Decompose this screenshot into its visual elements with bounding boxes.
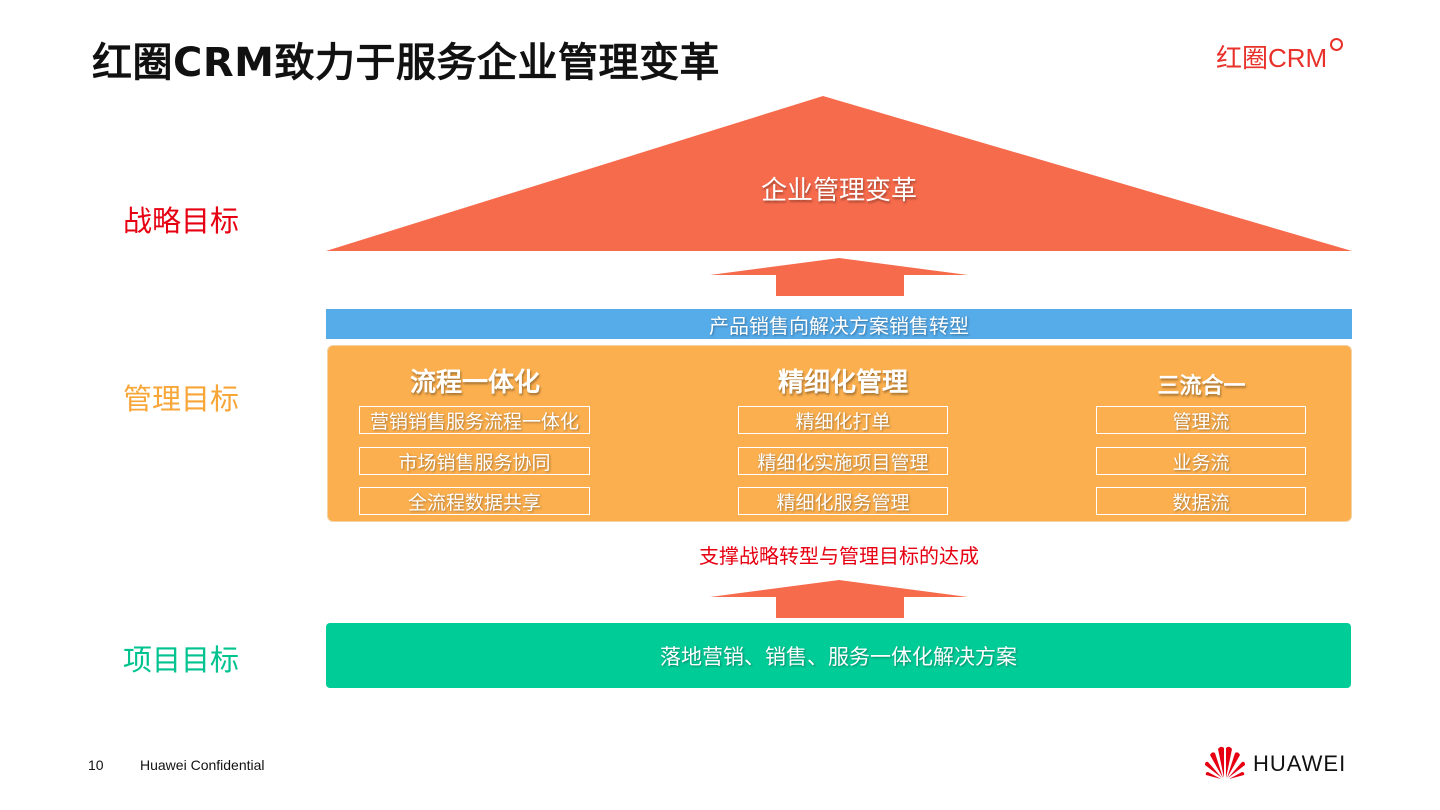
integrated-solution-bar: 落地营销、销售、服务一体化解决方案	[326, 623, 1351, 688]
process-item: 营销销售服务流程一体化	[359, 406, 590, 434]
refined-item: 精细化服务管理	[738, 487, 948, 515]
refined-item: 精细化实施项目管理	[738, 447, 948, 475]
roof-label: 企业管理变革	[760, 176, 917, 206]
flow-item: 管理流	[1096, 406, 1306, 434]
strategy-goal-label: 战略目标	[123, 204, 240, 238]
up-arrow-icon	[710, 580, 968, 618]
process-item: 全流程数据共享	[359, 487, 590, 515]
solution-sales-bar: 产品销售向解决方案销售转型	[326, 309, 1352, 339]
project-goal-label: 项目目标	[123, 643, 240, 677]
page-title: 红圈CRM致力于服务企业管理变革	[92, 40, 720, 86]
roof-triangle	[326, 96, 1352, 251]
confidential-label: Huawei Confidential	[140, 757, 265, 773]
support-statement: 支撑战略转型与管理目标的达成	[699, 544, 979, 568]
column-title-three-flows: 三流合一	[1157, 374, 1246, 399]
refined-item: 精细化打单	[738, 406, 948, 434]
flow-item: 数据流	[1096, 487, 1306, 515]
page-number: 10	[88, 757, 104, 773]
huawei-flower-icon	[1205, 746, 1245, 779]
column-title-refined: 精细化管理	[777, 368, 908, 398]
management-goal-label: 管理目标	[123, 382, 240, 416]
hongquan-crm-logo: 红圈CRM	[1216, 38, 1344, 75]
process-item: 市场销售服务协同	[359, 447, 590, 475]
huawei-wordmark: HUAWEI	[1253, 751, 1347, 776]
brand-logo-text: 红圈CRM	[1216, 43, 1328, 73]
up-arrow-icon	[710, 258, 968, 296]
logo-ring-icon	[1330, 38, 1344, 51]
column-title-process: 流程一体化	[409, 368, 540, 398]
flow-item: 业务流	[1096, 447, 1306, 475]
